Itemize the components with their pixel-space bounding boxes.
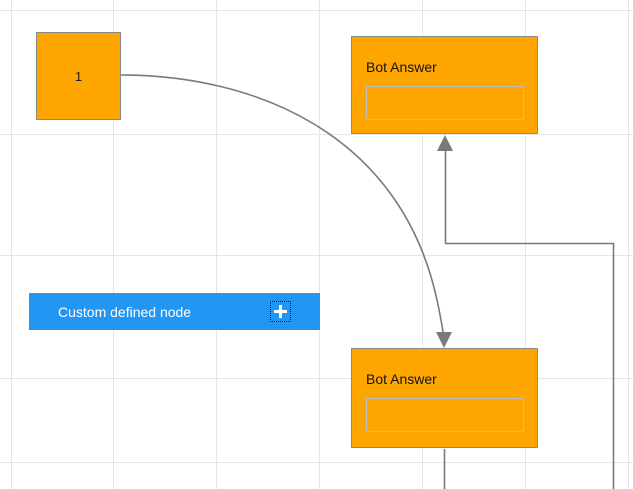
- node-answer-slot[interactable]: [366, 86, 524, 120]
- arrowhead-up-icon: [437, 135, 453, 151]
- add-node-button[interactable]: [270, 301, 291, 322]
- custom-defined-node-label: Custom defined node: [58, 303, 192, 320]
- plus-icon: [274, 305, 287, 318]
- node-index-label: 1: [74, 68, 83, 84]
- flow-node-square-1[interactable]: 1: [36, 32, 121, 120]
- connector-orthogonal-bot-answer-bottom-to-top[interactable]: [437, 135, 615, 489]
- node-title-label: Bot Answer: [366, 371, 437, 387]
- node-title-label: Bot Answer: [366, 59, 437, 75]
- arrowhead-down-icon: [436, 332, 452, 348]
- custom-defined-node-bar[interactable]: Custom defined node: [29, 293, 320, 330]
- flow-node-bot-answer-bottom[interactable]: Bot Answer: [351, 348, 538, 448]
- connector-curved-node1-to-bot-answer-bottom[interactable]: [120, 74, 452, 348]
- flow-node-bot-answer-top[interactable]: Bot Answer: [351, 36, 538, 134]
- node-answer-slot[interactable]: [366, 398, 524, 432]
